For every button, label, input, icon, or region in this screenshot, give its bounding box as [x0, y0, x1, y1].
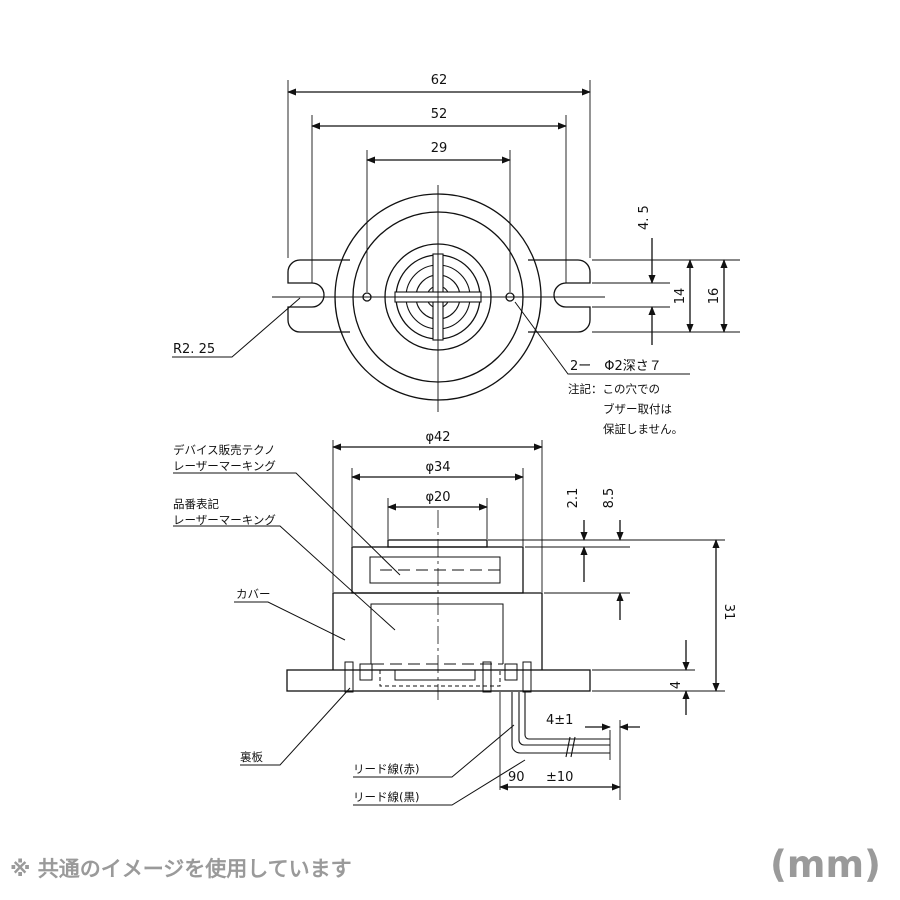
note-line-2: ブザー取付は — [603, 402, 672, 416]
unit-label: (mm) — [770, 843, 881, 886]
dim-4-5: 4. 5 — [637, 205, 652, 230]
side-view — [173, 440, 725, 806]
dim-14: 14 — [673, 288, 688, 305]
mounting-flange — [287, 259, 591, 333]
note-line-1: 注記：この穴での — [568, 382, 660, 396]
dim-phi20: φ20 — [425, 490, 450, 505]
dim-4: 4 — [669, 681, 684, 689]
label-part-no-2: レーザーマーキング — [173, 513, 276, 527]
dim-phi34: φ34 — [425, 460, 450, 475]
dim-52: 52 — [431, 107, 448, 122]
note-line-3: 保証しません。 — [603, 422, 683, 436]
back-plate — [286, 669, 591, 692]
label-maker-mark-1: デバイス販売テクノ — [173, 443, 275, 457]
dim-90: 90 — [508, 770, 525, 785]
hole-callout: 2ー Φ2深さ７ — [570, 359, 662, 374]
dim-2-1: 2.1 — [566, 488, 581, 509]
dim-8-5: 8.5 — [602, 488, 617, 509]
cover-body — [332, 592, 543, 670]
label-cover: カバー — [236, 587, 271, 601]
dim-16: 16 — [707, 288, 722, 305]
dim-4-pm-1: 4±1 — [546, 713, 573, 728]
dim-90-tolerance: ±10 — [546, 770, 573, 785]
dim-29: 29 — [431, 141, 448, 156]
top-view-text: 62 52 29 4. 5 14 16 R2. 25 2ー Φ2深さ７ 注記：こ… — [173, 73, 722, 436]
label-back-plate: 裏板 — [240, 750, 263, 764]
side-view-text: φ42 φ34 φ20 2.1 8.5 31 4 4±1 90 ±10 デバイス… — [173, 430, 736, 804]
label-maker-mark-2: レーザーマーキング — [173, 459, 276, 473]
label-part-no-1: 品番表記 — [173, 497, 219, 511]
dim-r2-25: R2. 25 — [173, 342, 215, 357]
label-lead-black: リード線(黒) — [353, 790, 419, 804]
part-number-area — [370, 603, 504, 664]
top-view — [172, 80, 740, 412]
label-lead-red: リード線(赤) — [353, 762, 419, 776]
lead-wires — [511, 692, 610, 758]
footer-note: ※ 共通のイメージを使用しています — [10, 857, 352, 881]
dim-phi42: φ42 — [425, 430, 450, 445]
top-boss — [387, 539, 488, 548]
dim-62: 62 — [431, 73, 448, 88]
terminals — [344, 661, 532, 693]
dim-31: 31 — [721, 604, 736, 621]
